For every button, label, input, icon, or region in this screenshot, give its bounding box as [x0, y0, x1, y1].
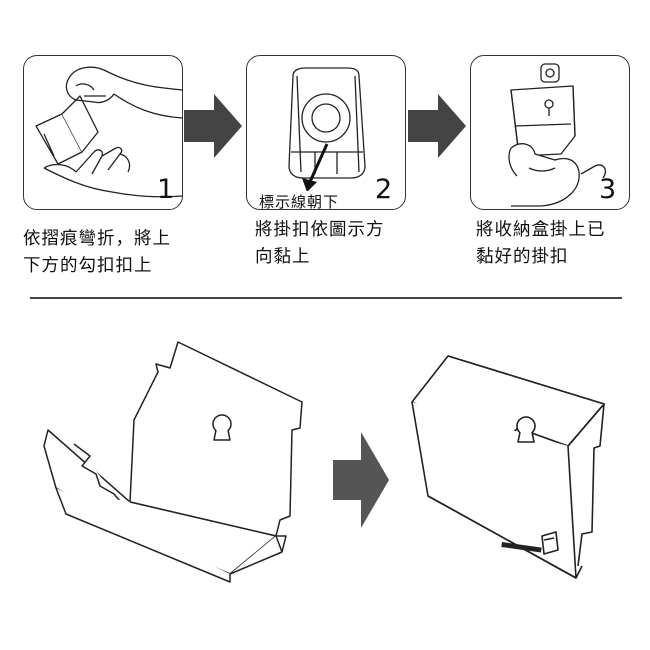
label-note: 標示線朝下 [257, 191, 342, 210]
section-divider [30, 297, 622, 299]
step-2-panel: 標示線朝下 2 [246, 55, 406, 210]
step-2-caption: 將掛扣依圖示方 向黏上 [255, 220, 385, 267]
step-number: 3 [599, 174, 617, 205]
direction-arrow-icon [302, 143, 329, 192]
hand-folding-illustration [35, 66, 182, 198]
hook-illustration [288, 67, 366, 192]
assembled-box-illustration [411, 355, 605, 579]
label-line [501, 542, 542, 553]
step-number: 1 [157, 174, 175, 205]
right-arrow-icon [184, 94, 242, 158]
right-arrow-icon [333, 432, 389, 528]
right-arrow-icon [408, 94, 466, 158]
step-number: 2 [375, 174, 393, 205]
unfolded-box-illustration [43, 341, 303, 583]
step-1-caption: 依摺痕彎折，將上 下方的勾扣扣上 [23, 229, 171, 276]
step-1-panel: 1 [23, 55, 183, 210]
hanging-box-illustration [508, 63, 607, 207]
step-3-panel: 3 [470, 55, 630, 210]
step-3-caption: 將收納盒掛上已 黏好的掛扣 [476, 220, 606, 267]
